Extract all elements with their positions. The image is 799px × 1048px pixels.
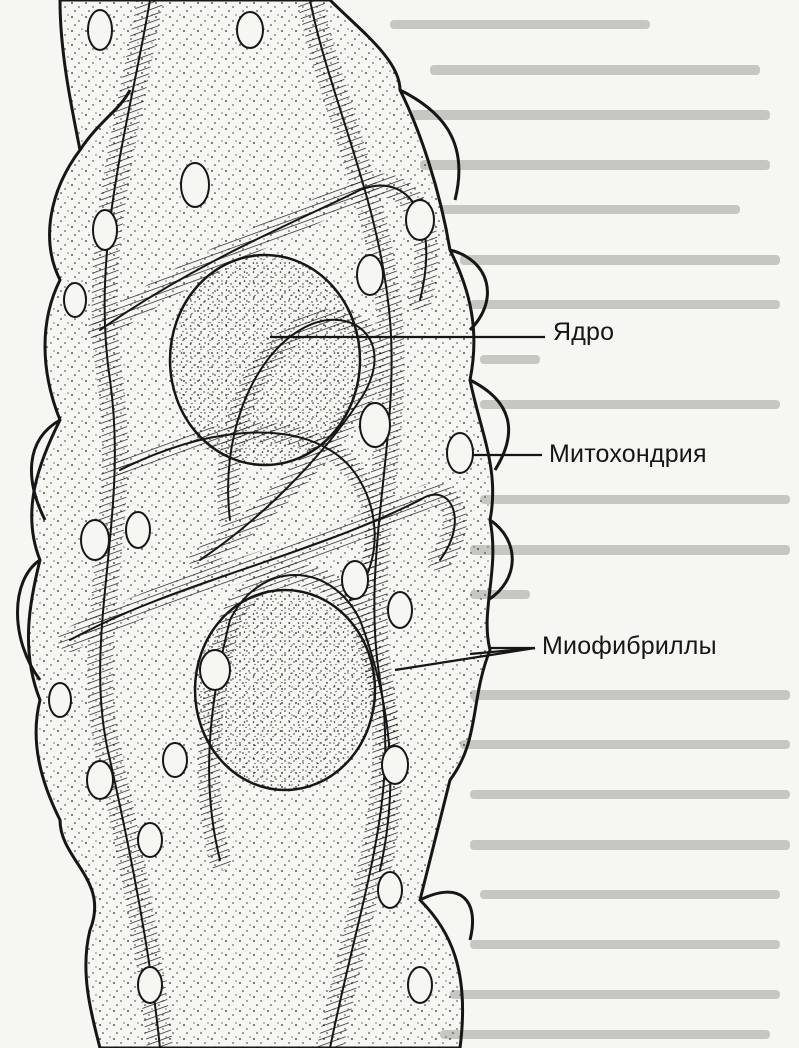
label-mitochondria: Митохондрия [549,440,707,469]
label-nucleus: Ядро [553,318,614,347]
label-myofibrils: Миофибриллы [542,632,717,661]
